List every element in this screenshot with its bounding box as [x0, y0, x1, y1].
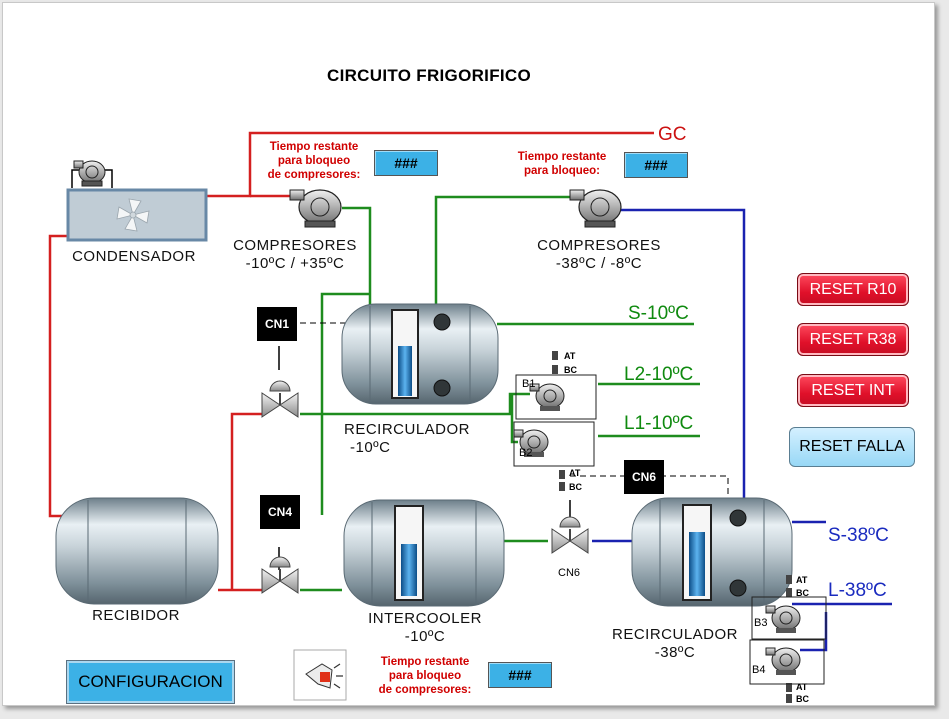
timer1-note: Tiempo restante para bloqueo de compreso… [267, 141, 361, 181]
bc-indicator-b1: BC [564, 365, 577, 375]
compressors-r10-label: COMPRESORES -10ºC / +35ºC [233, 237, 357, 272]
intercooler-tank [343, 499, 505, 607]
valve1-line [300, 392, 530, 416]
condenser-to-receiver-line [48, 234, 68, 518]
at-indicator-b4: AT [796, 682, 808, 692]
cn6-valve-label: CN6 [558, 567, 581, 579]
at-indicator-b3: AT [796, 575, 808, 585]
pump-b2-label: B2 [519, 447, 533, 459]
hot-lines [48, 131, 654, 592]
expansion-valve-1-icon [261, 380, 299, 418]
page-title: CIRCUITO FRIGORIFICO [327, 66, 532, 85]
compressor-r38-icon [569, 189, 622, 228]
horn-icon [293, 649, 347, 701]
r10-comp-line [434, 195, 578, 305]
at-indicator-b2: AT [569, 468, 581, 478]
reset-int-button[interactable]: RESET INT [797, 374, 909, 407]
pump-b1-icon [529, 383, 565, 411]
cn6-controller[interactable]: CN6 [624, 460, 664, 494]
intercooler-vapor-line [320, 292, 370, 515]
pump-b4-icon [765, 647, 801, 675]
l38-pump-line [800, 612, 828, 652]
condenser-fan-motor-icon [73, 160, 106, 187]
cn1-controller[interactable]: CN1 [257, 307, 297, 341]
expansion-valve-cn6-icon [551, 516, 589, 554]
configuracion-button[interactable]: CONFIGURACION [66, 660, 235, 704]
pump-feed-line [510, 394, 518, 444]
pump-b3-icon [765, 605, 801, 633]
liquid-to-valve1-line [230, 412, 262, 590]
alarm-horn-button[interactable] [294, 650, 346, 700]
receiver-tank [55, 497, 219, 605]
l2-10-label: L2-10ºC [624, 364, 694, 385]
green-lines [300, 195, 700, 592]
gc-label: GC [658, 124, 687, 145]
reset-falla-button[interactable]: RESET FALLA [789, 427, 915, 467]
bc-indicator-b2: BC [569, 482, 582, 492]
timer3-display: ### [488, 662, 552, 688]
fan-icon [116, 198, 150, 232]
reset-r10-button[interactable]: RESET R10 [797, 273, 909, 306]
timer3-note: Tiempo restante para bloqueo de compreso… [378, 656, 472, 696]
recirculator-10-tank [341, 303, 499, 405]
timer1-display: ### [374, 150, 438, 176]
at-indicator-b1: AT [564, 351, 576, 361]
bc-indicator-b3: BC [796, 588, 809, 598]
timer2-note: Tiempo restante para bloqueo: [517, 151, 607, 177]
r38-comp-line [616, 208, 746, 500]
reset-r38-button[interactable]: RESET R38 [797, 323, 909, 356]
l1-10-label: L1-10ºC [624, 413, 694, 434]
s38-label: S-38ºC [828, 525, 889, 546]
receiver-label: RECIBIDOR [92, 607, 180, 624]
s10-label: S-10ºC [628, 303, 689, 324]
recirculator-38-tank [631, 497, 793, 607]
pump-b2-icon [513, 429, 549, 457]
gc-line [206, 131, 654, 198]
r10-suction-line [342, 206, 372, 305]
pump-b3-label: B3 [754, 617, 768, 629]
bc-indicator-b4: BC [796, 694, 809, 704]
recirculator-10-label: RECIRCULADOR -10ºC [344, 421, 471, 456]
compressor-r10-icon [289, 189, 342, 228]
intercooler-label: INTERCOOLER -10ºC [368, 610, 482, 645]
blue-lines [592, 208, 892, 652]
condenser-label: CONDENSADOR [72, 248, 196, 265]
cn4-controller[interactable]: CN4 [260, 495, 300, 529]
recirculator-38-label: RECIRCULADOR -38ºC [611, 626, 738, 661]
timer2-display: ### [624, 152, 688, 178]
pump-b1-label: B1 [522, 378, 536, 390]
pump-b4-label: B4 [752, 664, 766, 676]
l38-label: L-38ºC [828, 580, 887, 601]
condenser [66, 188, 208, 242]
expansion-valve-4-icon [261, 556, 299, 594]
compressors-r38-label: COMPRESORES -38ºC / -8ºC [537, 237, 661, 272]
